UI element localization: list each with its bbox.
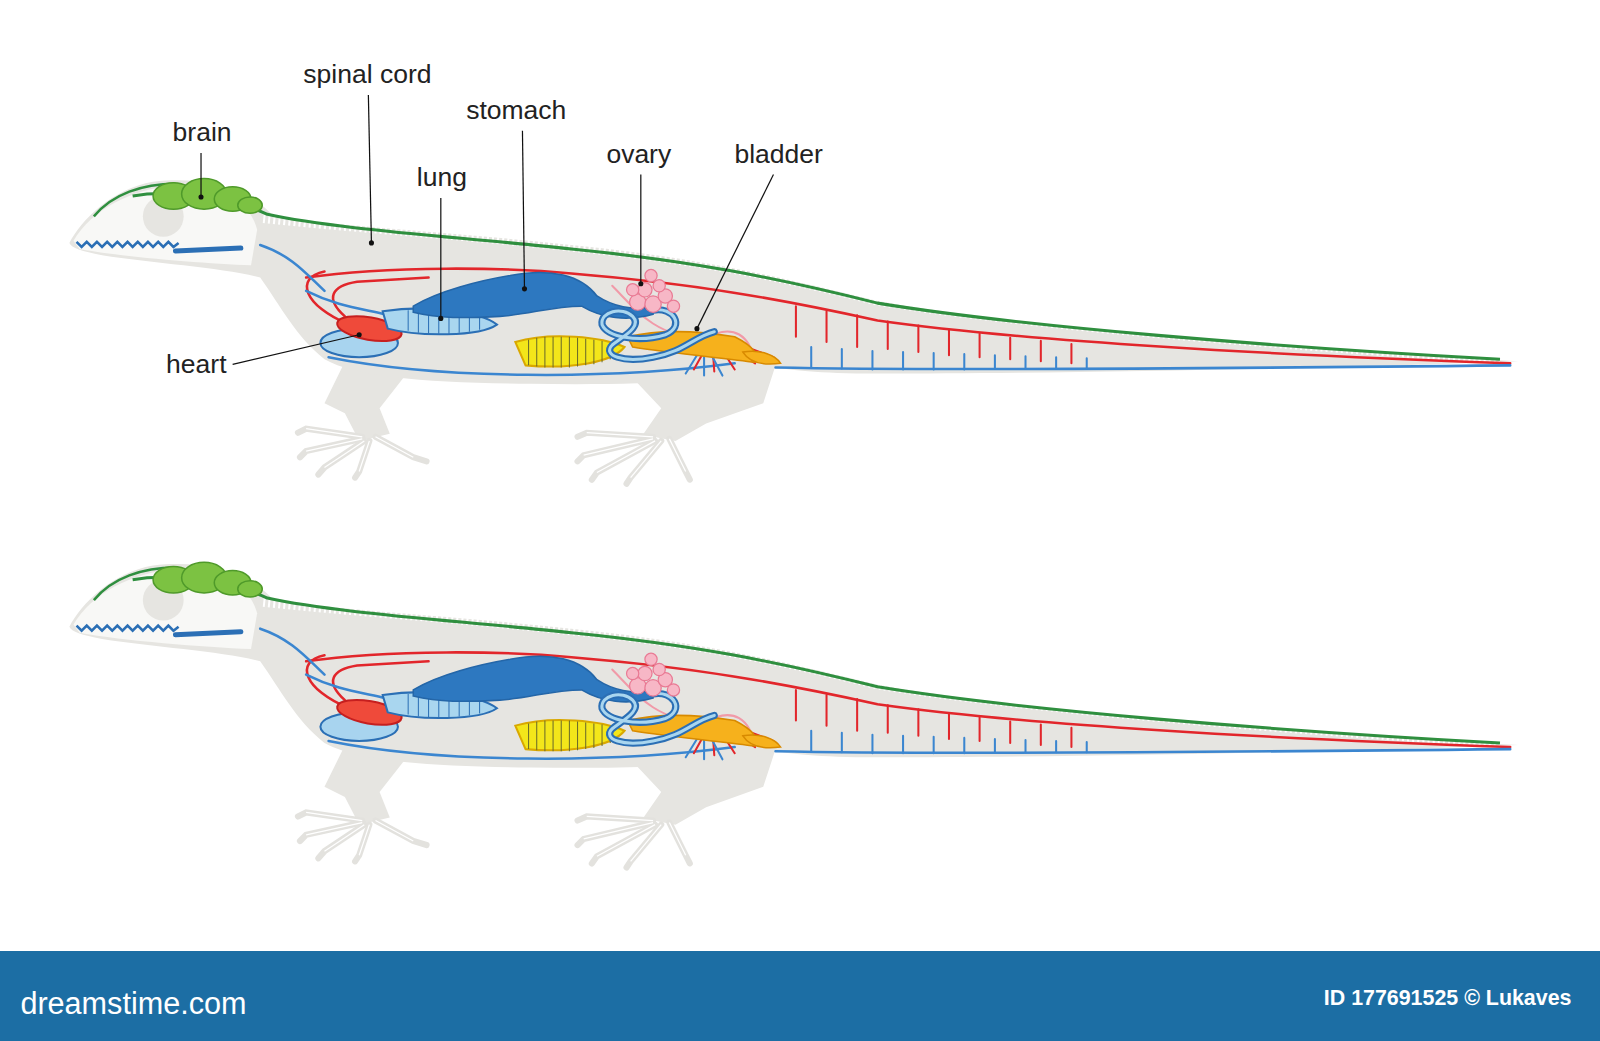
label-holder: ID 177691525 © Lukaves [1324,986,1572,1011]
leader-lines-part [200,153,201,197]
label-holder: heart [166,349,226,379]
leader-dots-part [438,316,443,321]
leader-lines-part [233,335,360,365]
leader-dots [198,194,699,337]
part-label: lung [417,162,467,192]
leader-lines [201,95,773,364]
part-label: heart [166,349,226,379]
leader-dots-part [198,194,203,199]
label-holder: lung [417,162,467,192]
leader-dots-part [357,332,362,337]
leader-lines-part [522,131,524,289]
lizard-top [69,179,1518,484]
leader-dots-part [638,281,643,286]
image-credit: ID 177691525 © Lukaves [1324,986,1572,1011]
label-holder: brain [173,117,232,147]
leader-lines-part [697,175,774,329]
part-label: stomach [466,95,566,125]
label-holder: spinal cord [303,59,431,89]
part-label: brain [173,117,232,147]
part-label: bladder [734,139,822,169]
leader-dots-part [522,286,527,291]
watermark-brand: dreamstime.com [20,986,246,1021]
label-holder: bladder [734,139,822,169]
part-label: ovary [606,139,671,169]
part-label: spinal cord [303,59,431,89]
lizard-bottom [69,562,1518,867]
label-holder: dreamstime.com [20,986,246,1021]
label-holder: stomach [466,95,566,125]
leader-lines-part [640,175,641,284]
leader-dots-part [369,240,374,245]
leader-dots-part [694,326,699,331]
leader-lines-part [440,198,441,318]
label-holder: ovary [606,139,671,169]
leader-lines-part [368,95,371,243]
